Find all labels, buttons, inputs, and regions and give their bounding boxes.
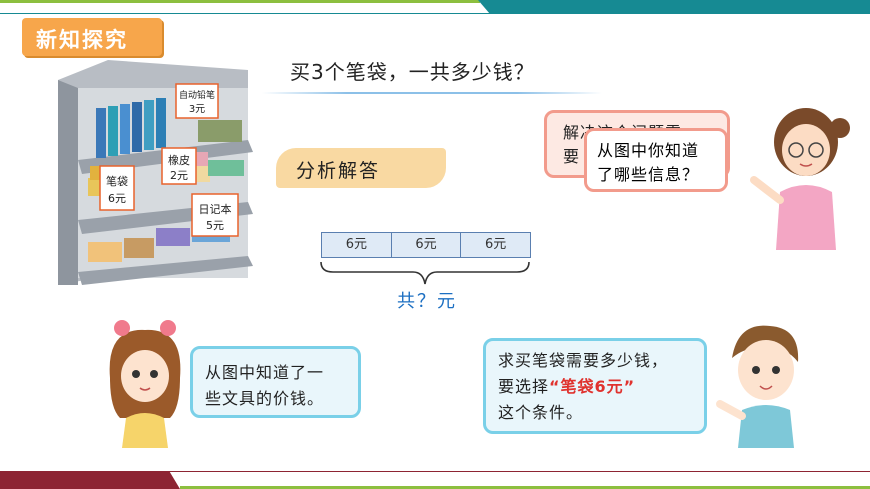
segment-cell: 6元 [391, 233, 462, 257]
bottom-accent-line [180, 486, 870, 489]
question-underline [262, 92, 602, 94]
boy-bubble-highlight: “笔袋6元” [549, 377, 636, 396]
top-accent-line [0, 0, 480, 3]
top-bar-block [478, 0, 870, 14]
question-text: 买3个笔袋，一共多少钱？ [290, 60, 535, 84]
notebook-sign-price: 5元 [206, 219, 224, 232]
section-title: 新知探究 [36, 28, 128, 52]
boy-bubble-line1: 求买笔袋需要多少钱， [498, 351, 669, 370]
pencil-case-sign-name: 笔袋 [106, 174, 128, 188]
analysis-banner: 分析解答 [276, 148, 446, 188]
teacher-bubble-front-line2: 了哪些信息？ [597, 165, 700, 184]
girl-speech-bubble: 从图中知道了一 些文具的价钱。 [190, 346, 361, 418]
total-brace [320, 261, 530, 285]
pencil-case-sign-price: 6元 [108, 192, 126, 205]
boy-illustration [716, 325, 799, 448]
boy-bubble-line2-prefix: 要选择 [498, 377, 550, 396]
bottom-rule [0, 471, 870, 472]
teacher-bubble-front-line1: 从图中你知道 [597, 141, 700, 160]
boy-speech-bubble: 求买笔袋需要多少钱， 要选择“笔袋6元” 这个条件。 [483, 338, 707, 434]
notebook-sign-name: 日记本 [199, 202, 232, 216]
stationery-shelf-illustration: 自动铅笔 3元 橡皮 2元 笔袋 6元 日记本 5元 [58, 60, 253, 285]
top-rule [0, 13, 870, 14]
boy-bubble-line3: 这个条件。 [498, 403, 584, 422]
teacher-bubble-front: 从图中你知道 了哪些信息？ [584, 128, 728, 192]
girl-bubble-line1: 从图中知道了一 [205, 363, 325, 382]
analysis-label: 分析解答 [296, 160, 381, 182]
total-label: 共？元 [397, 291, 457, 312]
segment-cell: 6元 [461, 233, 531, 257]
bottom-bar [0, 471, 870, 489]
girl-bubble-line2: 些文具的价钱。 [205, 389, 325, 408]
price-segment-diagram: 6元 6元 6元 [321, 232, 531, 258]
segment-cell: 6元 [322, 233, 392, 257]
boy-bubble-line2: 要选择“笔袋6元” [498, 373, 635, 397]
top-bar [0, 0, 870, 14]
bottom-bar-block [0, 471, 180, 489]
eraser-sign-price: 2元 [170, 169, 188, 182]
girl-illustration [109, 320, 181, 448]
pencil-sign-name: 自动铅笔 [179, 89, 215, 101]
teacher-bubble-back-line2: 要 [563, 147, 581, 166]
eraser-sign-name: 橡皮 [168, 154, 190, 167]
section-tag: 新知探究 [22, 18, 162, 56]
pencil-sign-price: 3元 [189, 104, 205, 115]
teacher-illustration [750, 108, 850, 250]
